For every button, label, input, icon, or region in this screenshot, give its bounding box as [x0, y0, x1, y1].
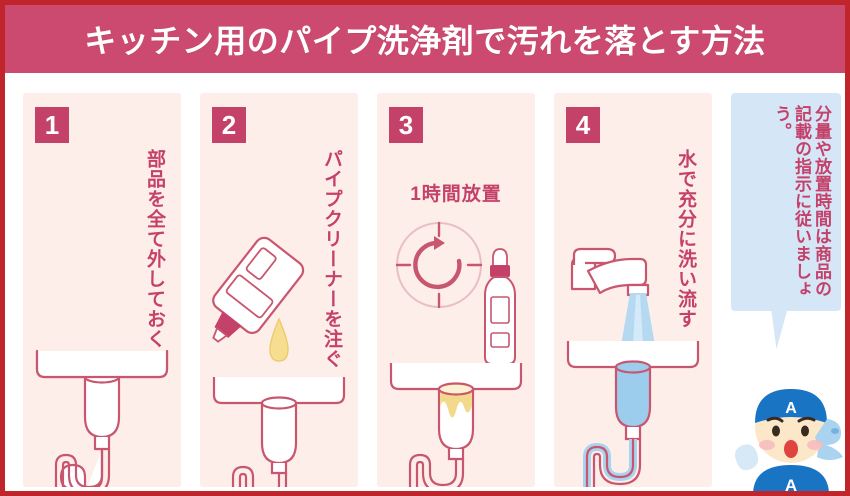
- tilted-bottle-pouring-icon: [212, 236, 346, 487]
- steps-row: 1 部品を全て外しておく 2 パイプクリーナーを注ぐ: [5, 81, 845, 491]
- mascot-cap-letter: A: [785, 400, 797, 417]
- sink-with-drain-trap-icon: [35, 349, 169, 487]
- step-panel-4: 4 水で充分に洗い流す: [554, 93, 712, 487]
- faucet-rinsing-icon: [566, 247, 700, 487]
- step-caption: パイプクリーナーを注ぐ: [321, 149, 342, 369]
- mascot-character: A A: [735, 389, 843, 495]
- step-panel-2: 2 パイプクリーナーを注ぐ: [200, 93, 358, 487]
- liquid-drop-icon: [269, 317, 289, 362]
- step-number-badge: 3: [389, 107, 423, 143]
- step-number-badge: 1: [35, 107, 69, 143]
- note-bubble: 分量や放置時間は商品の記載の指示に従いましょう。: [731, 93, 841, 311]
- step-number-badge: 2: [212, 107, 246, 143]
- step-caption: 1時間放置: [410, 184, 502, 205]
- page-title: キッチン用のパイプ洗浄剤で汚れを落とす方法: [84, 23, 766, 59]
- clock-and-bottle-icon: [389, 221, 523, 487]
- note-bubble-tail: [767, 304, 789, 350]
- cleaner-bottle-icon: [484, 248, 516, 365]
- step-number-badge: 4: [566, 107, 600, 143]
- title-bar: キッチン用のパイプ洗浄剤で汚れを落とす方法: [5, 5, 845, 73]
- note-text: 分量や放置時間は商品の記載の指示に従いましょう。: [771, 105, 831, 298]
- faucet-icon: [570, 247, 650, 297]
- step-caption: 水で充分に洗い流す: [675, 149, 696, 329]
- step-panel-1: 1 部品を全て外しておく: [23, 93, 181, 487]
- step-caption: 部品を全て外しておく: [144, 149, 165, 349]
- clock-timer-icon: [395, 221, 483, 309]
- cleaner-residue: [440, 393, 472, 418]
- mascot-shirt-letter: A: [785, 476, 797, 495]
- step-panel-3: 3 1時間放置: [377, 93, 535, 487]
